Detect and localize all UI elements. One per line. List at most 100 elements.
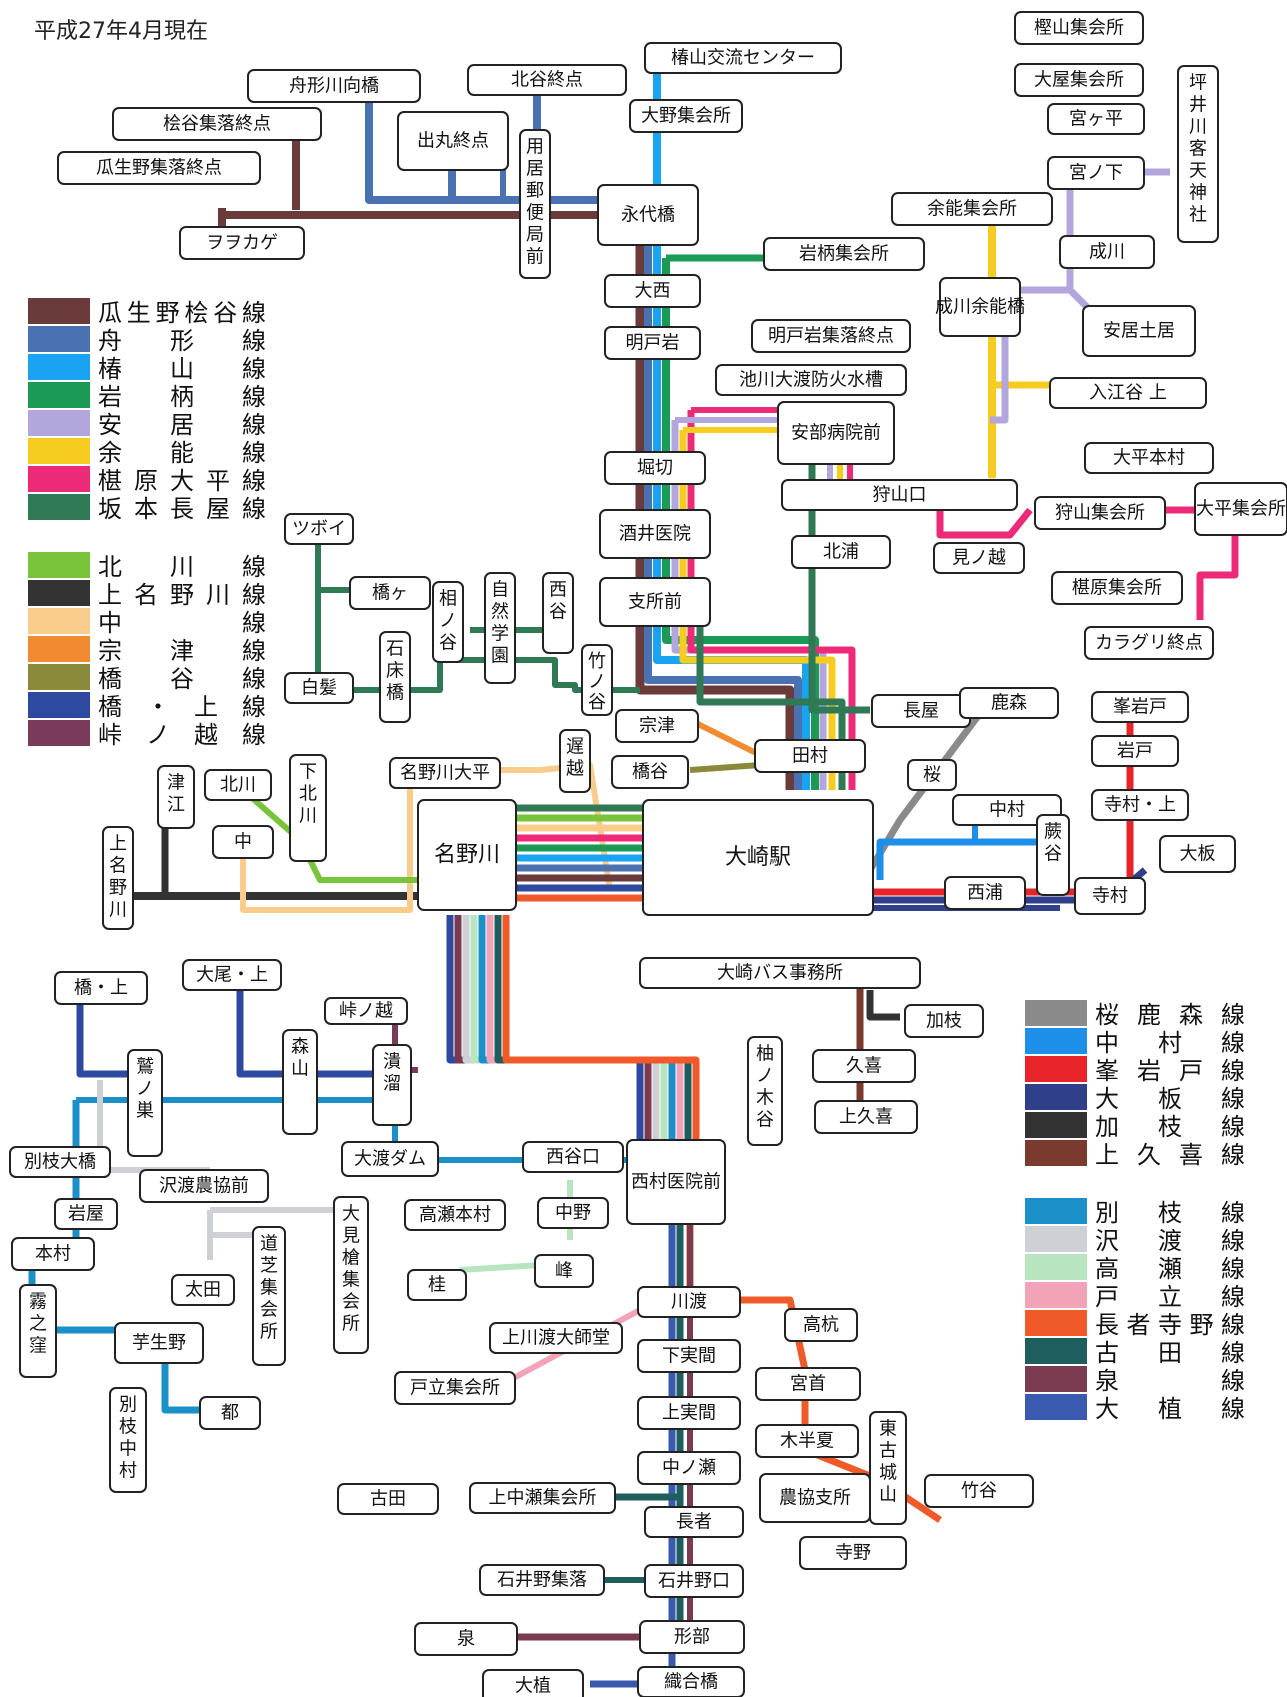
stop-87: 芋生野 xyxy=(114,1322,204,1364)
legend-swatch xyxy=(28,494,90,520)
legend-entry: 沢渡線 xyxy=(1025,1226,1245,1255)
stop-78: 潰溜 xyxy=(372,1044,412,1126)
stop-label: 岩柄集会所 xyxy=(799,244,889,265)
legend-swatch xyxy=(28,580,90,606)
stop-char: 森 xyxy=(291,1037,309,1058)
route-line-sakamoto xyxy=(315,530,640,693)
legend-swatch xyxy=(1025,1394,1087,1420)
stop-char: 床 xyxy=(386,661,404,682)
stop-80: 沢渡農協前 xyxy=(139,1169,269,1203)
stop-label: 狩山口 xyxy=(873,485,927,506)
stop-98: 上川渡大師堂 xyxy=(489,1322,623,1354)
stop-label: 桧谷集落終点 xyxy=(163,114,271,135)
stop-char: 古 xyxy=(879,1441,897,1462)
stop-char: 窪 xyxy=(29,1336,47,1357)
stop-label: 椿山交流センター xyxy=(671,48,815,69)
stop-label: 大野集会所 xyxy=(641,106,731,127)
stop-label: 名野川 xyxy=(434,843,500,868)
stop-86: 霧之窪 xyxy=(19,1284,57,1378)
stop-84: 岩屋 xyxy=(54,1198,118,1230)
legend-entry: 安居線 xyxy=(28,410,266,439)
stop-label: 長者 xyxy=(676,1512,712,1533)
stop-label: 支所前 xyxy=(628,592,682,613)
legend-swatch xyxy=(28,410,90,436)
stop-label: 橋谷 xyxy=(632,762,668,783)
stop-labels: 大崎駅名野川大崎バス事務所田村永代橋大西明戸岩堀切酒井医院支所前椿山交流センター… xyxy=(9,11,1287,1697)
stop-label: 見ノ越 xyxy=(952,548,1006,569)
stop-label: 大崎駅 xyxy=(725,845,791,870)
stop-label: 明戸岩 xyxy=(626,333,680,354)
legend-label: 沢渡線 xyxy=(1095,1227,1245,1255)
stop-char: 木 xyxy=(756,1088,774,1109)
legend-entry: 桜鹿森線 xyxy=(1025,1000,1245,1029)
stop-15: 瓜生野集落終点 xyxy=(57,151,261,185)
stop-36: 大平本村 xyxy=(1084,442,1214,474)
stop-label: 明戸岩集落終点 xyxy=(768,326,894,347)
legend-swatch xyxy=(28,298,90,324)
stop-59: 鹿森 xyxy=(959,687,1059,719)
legend-swatch xyxy=(1025,1198,1087,1224)
stop-38: 大平集会所 xyxy=(1194,482,1287,536)
stop-0: 大崎駅 xyxy=(642,799,874,916)
legend-swatch xyxy=(1025,1366,1087,1392)
stop-char: 局 xyxy=(526,225,544,246)
stop-label: 長屋 xyxy=(903,701,939,722)
stop-34: 安居土居 xyxy=(1082,305,1196,357)
stop-label: 中 xyxy=(234,832,252,853)
stop-label: 形部 xyxy=(674,1627,710,1648)
stop-char: 巣 xyxy=(136,1101,154,1122)
stop-char: 所 xyxy=(260,1322,278,1343)
stop-label: 石井野口 xyxy=(658,1571,730,1592)
legend-swatch xyxy=(28,552,90,578)
stop-char: 前 xyxy=(526,247,544,268)
stop-66: 峯岩戸 xyxy=(1091,691,1189,723)
stop-73: 橋・上 xyxy=(54,971,148,1005)
stop-char: 霧 xyxy=(29,1292,47,1313)
stop-37: 狩山集会所 xyxy=(1034,496,1166,530)
stop-49: 竹ノ谷 xyxy=(581,644,613,716)
stop-char: 枝 xyxy=(119,1417,137,1438)
stop-16: ヲヲカゲ xyxy=(179,226,305,260)
stop-9: 支所前 xyxy=(599,577,711,627)
stop-label: 大渡ダム xyxy=(354,1149,426,1170)
route-line-hashitani xyxy=(689,762,761,773)
legend-label: 古田線 xyxy=(1095,1339,1245,1367)
legend-label: 泉線 xyxy=(1095,1367,1245,1395)
stop-19: 岩柄集会所 xyxy=(763,237,925,271)
stop-label: 大植 xyxy=(515,1676,551,1697)
stop-2: 大崎バス事務所 xyxy=(639,957,921,989)
legend-entry: 大板線 xyxy=(1025,1084,1245,1113)
stop-label: 北川 xyxy=(220,775,256,796)
legend-entry: 宗津線 xyxy=(28,636,266,665)
stop-char: 大 xyxy=(342,1204,360,1225)
stop-char: 東 xyxy=(879,1419,897,1440)
stop-label: 宮ノ下 xyxy=(1069,163,1123,184)
stop-char: 谷 xyxy=(549,602,567,623)
legend-label: 高瀬線 xyxy=(1095,1255,1245,1283)
stop-label: 峠ノ越 xyxy=(339,1001,393,1022)
stop-char: 集 xyxy=(342,1270,360,1291)
stop-label: 入江谷 上 xyxy=(1089,383,1167,404)
stop-5: 大西 xyxy=(604,274,701,308)
stop-char: 自 xyxy=(491,580,509,601)
stop-77: 森山 xyxy=(282,1029,318,1135)
stop-label: 久喜 xyxy=(846,1056,882,1077)
stop-char: 山 xyxy=(879,1485,897,1506)
stop-label: 舟形川向橋 xyxy=(289,76,379,97)
stop-label: 寺村 xyxy=(1092,886,1128,907)
legend-swatch xyxy=(28,466,90,492)
stop-char: 用 xyxy=(526,137,544,158)
legend-entry: 高瀬線 xyxy=(1025,1254,1245,1283)
legend-entry: 北川線 xyxy=(28,552,266,581)
stop-label: 西谷口 xyxy=(546,1147,600,1168)
legend-entry: 椹原大平線 xyxy=(28,466,266,495)
stop-14: 桧谷集落終点 xyxy=(112,107,322,141)
stop-label: 都 xyxy=(221,1403,239,1424)
stop-char: 学 xyxy=(491,624,509,645)
stop-label: 安居土居 xyxy=(1103,321,1175,342)
stop-char: 居 xyxy=(526,159,544,180)
stop-56: 中 xyxy=(212,825,274,859)
